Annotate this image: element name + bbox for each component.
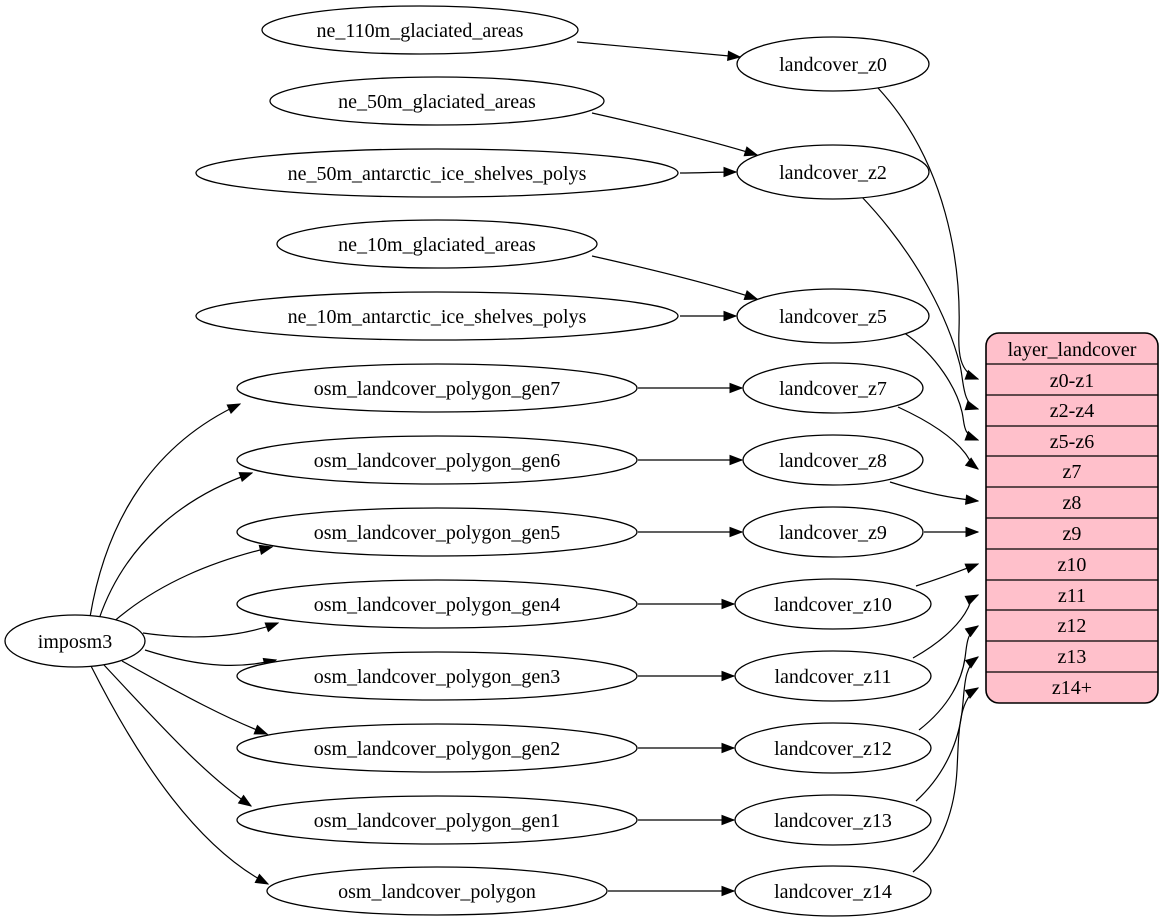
node-label: landcover_z12 — [774, 738, 892, 760]
edge-z11-to-row-z11 — [912, 595, 978, 659]
node-landcover-z14: landcover_z14 — [734, 865, 932, 917]
record-row-z11: z11 — [1058, 585, 1086, 607]
node-landcover-z12: landcover_z12 — [734, 722, 932, 774]
node-label: osm_landcover_polygon_gen1 — [314, 810, 561, 832]
node-osm-landcover-polygon-gen2: osm_landcover_polygon_gen2 — [236, 723, 638, 773]
node-imposm3: imposm3 — [4, 614, 146, 668]
node-landcover-z5: landcover_z5 — [736, 288, 930, 344]
edge-imposm3-to-gen1 — [103, 664, 251, 806]
node-label: landcover_z5 — [779, 306, 887, 328]
node-ne-110m-glaciated-areas: ne_110m_glaciated_areas — [261, 5, 579, 55]
node-landcover-z13: landcover_z13 — [734, 794, 932, 846]
node-osm-landcover-polygon-gen7: osm_landcover_polygon_gen7 — [236, 363, 638, 413]
node-label: landcover_z9 — [779, 522, 887, 544]
edge-imposm3-to-gen6 — [98, 473, 252, 620]
edge-imposm3-to-gen7 — [89, 404, 240, 618]
node-ne-10m-glaciated-areas: ne_10m_glaciated_areas — [276, 219, 598, 269]
node-label: ne_50m_antarctic_ice_shelves_polys — [288, 163, 587, 185]
record-row-z7: z7 — [1063, 461, 1082, 483]
record-row-z2-z4: z2-z4 — [1050, 400, 1094, 422]
edge-z2-to-row-z2-z4 — [860, 195, 978, 409]
node-layer-landcover: layer_landcover z0-z1 z2-z4 z5-z6 z7 z8 … — [985, 332, 1159, 704]
node-ne-50m-antarctic-ice-shelves-polys: ne_50m_antarctic_ice_shelves_polys — [195, 148, 679, 198]
node-label: osm_landcover_polygon_gen2 — [314, 738, 561, 760]
record-row-z10: z10 — [1058, 554, 1087, 576]
node-label: landcover_z10 — [774, 594, 892, 616]
node-label: landcover_z8 — [779, 450, 887, 472]
node-landcover-z9: landcover_z9 — [742, 506, 924, 558]
record-row-z5-z6: z5-z6 — [1050, 431, 1094, 453]
record-row-z12: z12 — [1058, 615, 1087, 637]
record-row-z13: z13 — [1058, 646, 1087, 668]
node-osm-landcover-polygon-gen6: osm_landcover_polygon_gen6 — [236, 435, 638, 485]
node-label: ne_50m_glaciated_areas — [338, 91, 536, 113]
node-label: landcover_z7 — [779, 378, 887, 400]
edge-ne50m-antarctic-to-z2 — [679, 172, 736, 173]
node-ne-50m-glaciated-areas: ne_50m_glaciated_areas — [269, 76, 605, 126]
node-landcover-z2: landcover_z2 — [736, 144, 930, 200]
node-label: landcover_z11 — [775, 666, 892, 688]
node-label: landcover_z13 — [774, 810, 892, 832]
node-landcover-z7: landcover_z7 — [742, 362, 924, 414]
node-label: osm_landcover_polygon_gen7 — [314, 378, 561, 400]
node-landcover-z8: landcover_z8 — [742, 434, 924, 486]
edge-z14-to-row-z14plus — [912, 688, 978, 873]
node-label: imposm3 — [38, 631, 112, 653]
node-label: osm_landcover_polygon_gen5 — [314, 522, 561, 544]
edge-z5-to-row-z5-z6 — [902, 331, 978, 441]
node-label: osm_landcover_polygon_gen3 — [314, 666, 561, 688]
node-label: landcover_z2 — [779, 162, 887, 184]
node-label: ne_10m_antarctic_ice_shelves_polys — [288, 306, 587, 328]
record-row-z0-z1: z0-z1 — [1050, 370, 1094, 392]
edge-ne50m-glaciated-to-z2 — [591, 112, 757, 155]
record-title: layer_landcover — [1008, 339, 1137, 361]
edge-z7-to-row-z7 — [897, 406, 978, 469]
edge-imposm3-to-gen2 — [121, 660, 267, 735]
edge-z8-to-row-z8 — [889, 481, 978, 501]
node-label: ne_110m_glaciated_areas — [317, 20, 524, 42]
record-row-z14plus: z14+ — [1052, 677, 1092, 699]
edge-imposm3-to-polygon — [90, 665, 268, 884]
record-row-z8: z8 — [1063, 492, 1082, 514]
node-label: landcover_z0 — [779, 54, 887, 76]
node-label: landcover_z14 — [774, 881, 892, 903]
node-osm-landcover-polygon-gen4: osm_landcover_polygon_gen4 — [236, 579, 638, 629]
node-ne-10m-antarctic-ice-shelves-polys: ne_10m_antarctic_ice_shelves_polys — [195, 291, 679, 341]
edge-imposm3-to-gen3 — [144, 649, 276, 665]
node-osm-landcover-polygon-gen3: osm_landcover_polygon_gen3 — [236, 651, 638, 701]
node-osm-landcover-polygon-gen5: osm_landcover_polygon_gen5 — [236, 507, 638, 557]
edge-z0-to-row-z0-z1 — [877, 87, 978, 379]
edge-imposm3-to-gen4 — [142, 622, 278, 638]
edge-ne110m-to-z0 — [576, 41, 740, 57]
node-landcover-z11: landcover_z11 — [734, 650, 932, 702]
edge-imposm3-to-gen5 — [111, 547, 272, 624]
node-label: osm_landcover_polygon — [338, 881, 536, 903]
record-row-z9: z9 — [1063, 523, 1082, 545]
edge-z10-to-row-z10 — [915, 563, 978, 587]
edge-group — [89, 41, 978, 891]
node-label: ne_10m_glaciated_areas — [338, 234, 536, 256]
node-osm-landcover-polygon: osm_landcover_polygon — [266, 866, 608, 916]
node-label: osm_landcover_polygon_gen6 — [314, 450, 561, 472]
node-landcover-z10: landcover_z10 — [734, 578, 932, 630]
node-osm-landcover-polygon-gen1: osm_landcover_polygon_gen1 — [236, 795, 638, 845]
node-label: osm_landcover_polygon_gen4 — [314, 594, 561, 616]
node-landcover-z0: landcover_z0 — [736, 36, 930, 92]
edge-ne10m-glaciated-to-z5 — [591, 255, 757, 299]
